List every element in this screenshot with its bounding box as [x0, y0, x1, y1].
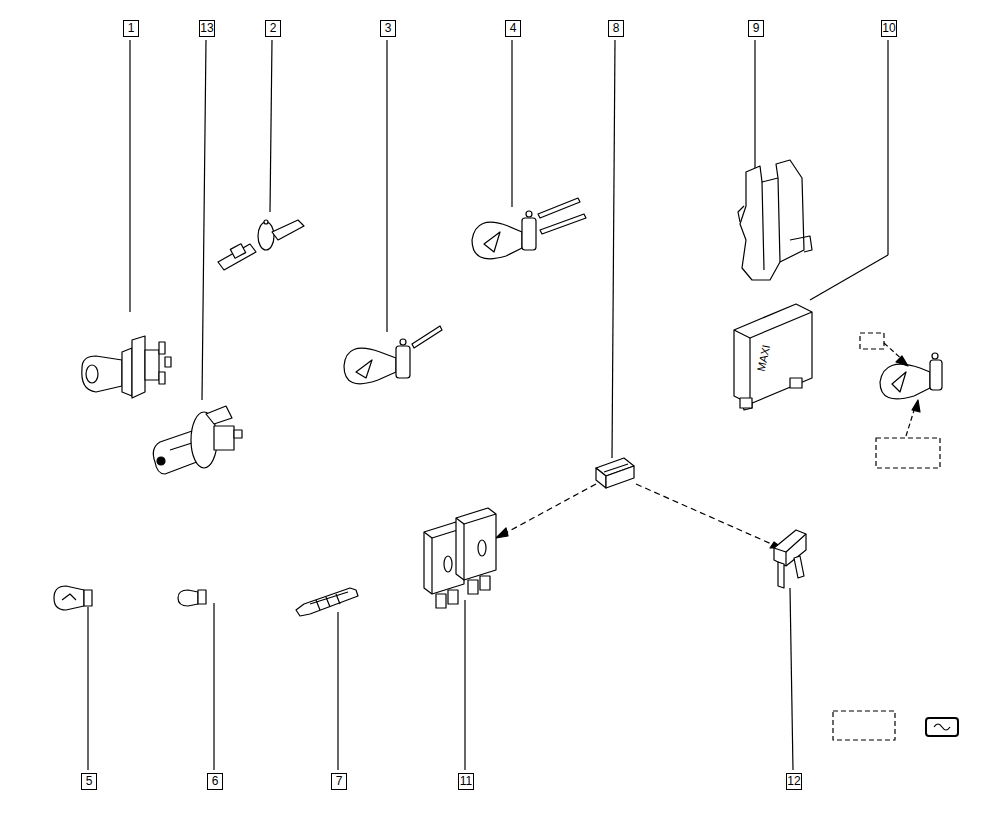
callout-number: 7	[331, 773, 347, 790]
h1-bulb	[218, 220, 304, 270]
blade-fuses	[424, 508, 496, 608]
callout-number: 2	[265, 20, 281, 37]
single-filament-bulb	[344, 326, 442, 384]
empty-reference-boxes	[833, 333, 940, 740]
leader-lines	[88, 40, 888, 770]
festoon-bulb	[296, 588, 358, 616]
twin-filament-bulb	[472, 198, 586, 259]
fuse-puller	[596, 458, 634, 488]
h4-bulb	[82, 336, 171, 398]
callout-number: 4	[505, 20, 521, 37]
wedge-bulb	[54, 586, 92, 610]
mini-fuse	[774, 530, 806, 588]
callout-number: 5	[81, 773, 97, 790]
callout-number: 8	[608, 20, 624, 37]
wedge-bulb	[178, 590, 206, 606]
callout-number: 11	[458, 773, 474, 790]
halogen-bulb	[153, 406, 242, 474]
callout-number: 9	[748, 20, 764, 37]
callout-number: 6	[207, 773, 223, 790]
callout-number: 3	[380, 20, 396, 37]
callout-number: 10	[881, 20, 897, 37]
maxi-fuse	[734, 304, 812, 410]
assembly-arrows	[500, 484, 776, 546]
callout-number: 13	[199, 20, 215, 37]
fuse-symbol	[926, 718, 958, 736]
replacement-bulb	[880, 353, 942, 399]
callout-number: 12	[786, 773, 802, 790]
fuse-holder	[738, 160, 812, 280]
callout-number: 1	[123, 20, 139, 37]
